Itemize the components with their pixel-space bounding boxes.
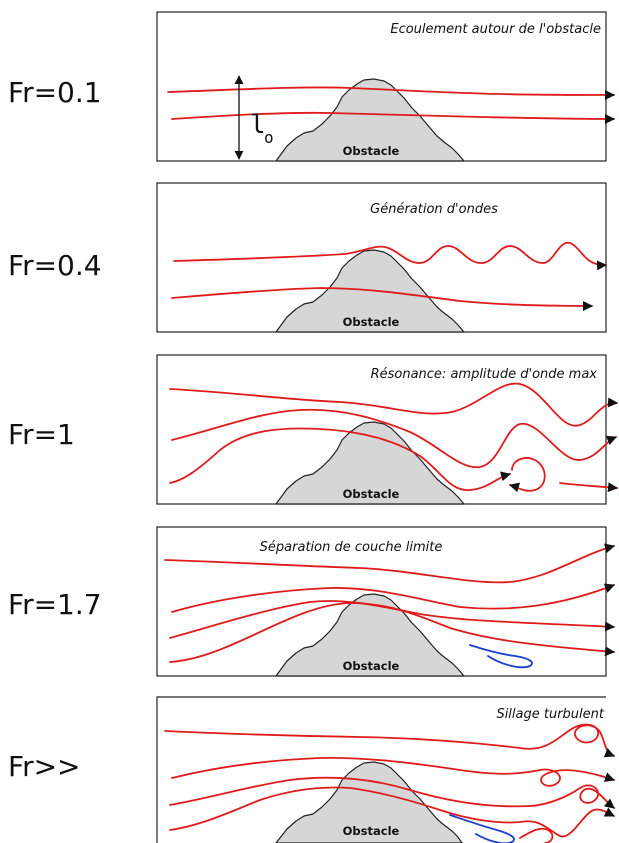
obstacle-label: Obstacle (343, 487, 400, 501)
obstacle-label: Obstacle (343, 315, 400, 329)
froude-label: Fr>> (8, 750, 81, 783)
panel-title: Ecoulement autour de l'obstacle (390, 22, 601, 37)
recirculation-vortex (469, 644, 533, 669)
streamline (171, 757, 615, 787)
streamline (164, 543, 615, 584)
streamline (171, 287, 593, 311)
obstacle-shape (275, 761, 463, 843)
streamline (171, 111, 615, 124)
streamline (169, 382, 618, 427)
obstacle-label: Obstacle (343, 144, 400, 158)
panel-fr-1: Fr=1 Résonance: amplitude d'onde max Obs… (8, 354, 618, 505)
streamline (169, 427, 511, 491)
panel-title: Résonance: amplitude d'onde max (371, 367, 598, 382)
panel-fr-large: Fr>> Sillage turbulent Obstacle (8, 696, 615, 843)
streamline (169, 776, 615, 809)
obstacle-label: Obstacle (343, 659, 400, 673)
obstacle-shape (275, 421, 465, 505)
panel-title: Génération d'ondes (370, 202, 498, 217)
panel-fr-0-1: Fr=0.1 Ecoulement autour de l'obstacle O… (8, 11, 615, 162)
obstacle-label: Obstacle (343, 824, 400, 838)
recirculation-vortex (449, 814, 515, 843)
streamline (171, 583, 615, 613)
streamline-wake-loop (519, 827, 554, 843)
streamline (171, 408, 617, 469)
height-symbol: l (250, 110, 266, 140)
panel-fr-0-4: Fr=0.4 Génération d'ondes Obstacle (8, 182, 607, 333)
panel-title: Sillage turbulent (496, 707, 604, 722)
obstacle-shape (275, 593, 465, 677)
height-subscript: o (264, 128, 274, 147)
obstacle-shape (275, 78, 465, 162)
froude-label: Fr=1 (8, 418, 75, 451)
recirculation-streamline (509, 457, 546, 493)
panel-fr-1-7: Fr=1.7 Séparation de couche limite Obsta… (8, 526, 615, 677)
froude-label: Fr=0.4 (8, 249, 102, 282)
streamline (173, 242, 607, 271)
froude-label: Fr=0.1 (8, 76, 102, 109)
streamline (167, 86, 615, 100)
streamline (559, 482, 618, 493)
streamline (169, 786, 615, 838)
panel-title: Séparation de couche limite (260, 540, 443, 555)
streamline (169, 602, 615, 663)
froude-label: Fr=1.7 (8, 588, 102, 621)
streamline (164, 723, 615, 758)
